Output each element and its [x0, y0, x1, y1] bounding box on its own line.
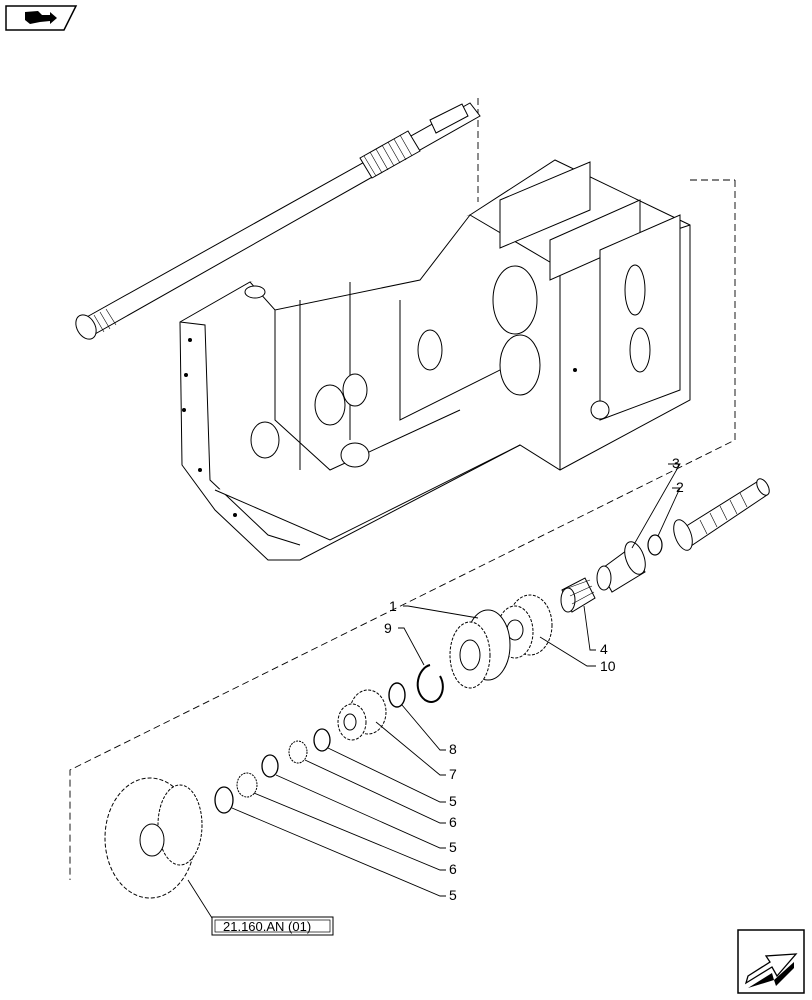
part-4-needle-bearing	[560, 577, 596, 613]
leader-lines	[187, 463, 681, 925]
callout-5: 5	[449, 839, 457, 855]
callout-7: 7	[449, 766, 457, 782]
callout-2: 2	[676, 479, 684, 495]
part-6-needle-bearing-a	[288, 740, 308, 764]
part-3-bearing-sleeve	[596, 541, 646, 593]
reverse-gear	[104, 777, 203, 899]
book-arrow-icon[interactable]	[5, 5, 78, 31]
input-shaft	[75, 102, 481, 340]
part-9-circlip	[416, 664, 444, 703]
part-5-washer-a	[313, 728, 331, 752]
next-page-arrow-icon[interactable]	[737, 929, 805, 994]
callout-6: 6	[449, 814, 457, 830]
part-10-double-gear	[496, 594, 553, 659]
callout-9: 9	[384, 620, 392, 636]
callout-5: 5	[449, 793, 457, 809]
part-6-needle-bearing-b	[236, 772, 258, 798]
output-shaft	[673, 478, 770, 551]
callout-3: 3	[672, 455, 680, 471]
part-2-snap-ring	[647, 534, 663, 556]
callout-8: 8	[449, 741, 457, 757]
callout-6: 6	[449, 861, 457, 877]
transmission-housing	[179, 159, 691, 561]
part-1-coupling-sleeve	[449, 609, 511, 689]
callout-5: 5	[449, 887, 457, 903]
part-5-washer-b	[261, 754, 279, 778]
part-5-washer-c	[214, 786, 234, 814]
part-7-cluster-gear	[337, 689, 387, 741]
callout-4: 4	[600, 641, 608, 657]
part-8-thrust-washer	[388, 682, 406, 708]
reference-link[interactable]: 21.160.AN (01)	[211, 916, 334, 936]
callout-10: 10	[600, 658, 616, 674]
reference-label: 21.160.AN (01)	[223, 919, 311, 934]
callout-1: 1	[389, 598, 397, 614]
